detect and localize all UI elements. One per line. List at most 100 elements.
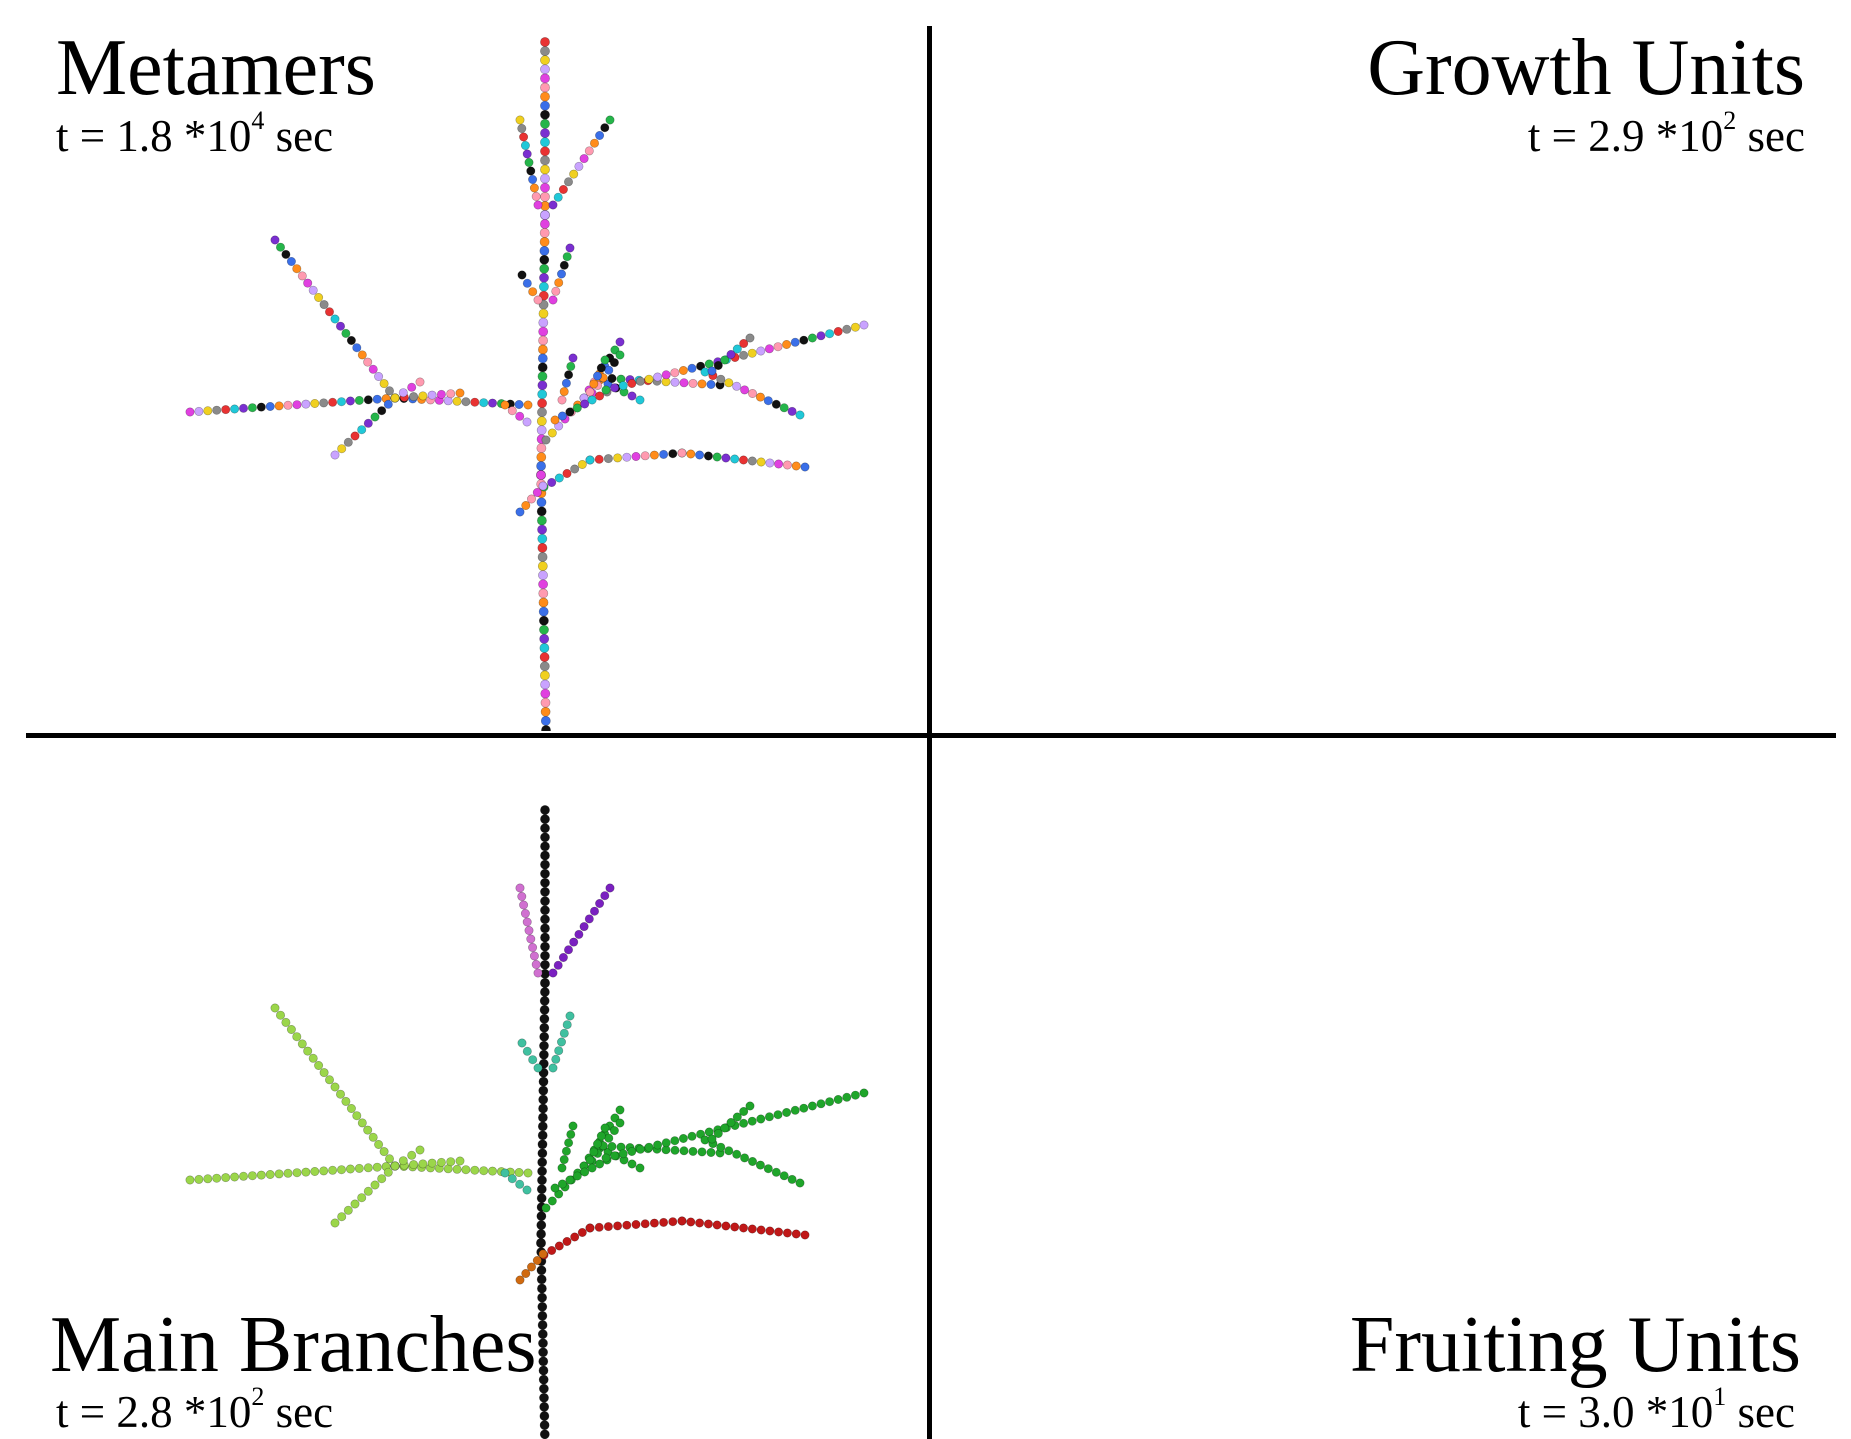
tree-node [536, 416, 547, 427]
tree-node [601, 1153, 611, 1163]
tree-node [600, 891, 610, 901]
tree-node [540, 55, 550, 66]
tree-node [281, 1017, 291, 1027]
tree-node [536, 1184, 547, 1195]
tree-node [297, 1039, 307, 1049]
tree-node [842, 1092, 852, 1102]
tree-node [345, 1164, 355, 1174]
tree-node [363, 418, 373, 428]
tree-node [782, 460, 792, 470]
tree-node [540, 850, 550, 861]
tree-node [557, 411, 567, 421]
tree-node [301, 399, 311, 409]
tree-node [653, 372, 663, 382]
tree-node [526, 166, 536, 176]
tree-node [688, 378, 698, 388]
tree-node [594, 1222, 604, 1232]
tree-node [799, 335, 809, 345]
tree-node [559, 1028, 569, 1038]
tree-node [536, 470, 546, 480]
tree-node [540, 932, 550, 943]
tree-node [615, 350, 625, 360]
tree-node [755, 392, 765, 402]
tree-node [301, 1167, 311, 1177]
panel-time-growth-units: t = 2.9 *102 sec [1527, 106, 1805, 161]
panel-title-main-branches: Main Branches [50, 1301, 537, 1389]
tree-node [707, 1134, 717, 1144]
tree-node [377, 406, 387, 416]
tree-node [363, 1125, 373, 1135]
tree-node [756, 457, 766, 467]
tree-node [528, 943, 538, 953]
tree-node [537, 1311, 548, 1321]
tree-node [537, 1166, 547, 1177]
tree-node [732, 1112, 742, 1122]
tree-node [563, 945, 573, 955]
tree-node [635, 1163, 645, 1173]
tree-node [670, 1136, 680, 1146]
tree-node [239, 403, 249, 413]
tree-node [528, 175, 538, 185]
tree-node [773, 342, 783, 352]
tree-node [538, 1076, 549, 1087]
tree-node [310, 1166, 320, 1176]
tree-node [461, 1165, 471, 1175]
tree-node [607, 373, 617, 383]
tree-node [522, 917, 532, 927]
tree-node [539, 1392, 549, 1403]
tree-node [791, 461, 801, 471]
tree-node [732, 381, 742, 391]
tree-node [538, 1103, 548, 1114]
tree-node [540, 173, 550, 184]
tree-node [283, 400, 293, 410]
tree-node [536, 1274, 547, 1285]
tree-node [764, 1112, 774, 1122]
tree-node [487, 398, 497, 408]
tree-node [479, 398, 489, 408]
tree-node [540, 37, 550, 47]
tree-node [584, 146, 594, 156]
tree-node [523, 1168, 533, 1178]
tree-node [500, 1168, 510, 1178]
tree-node [536, 1238, 546, 1248]
tree-node [537, 1148, 548, 1159]
tree-node [537, 380, 548, 391]
tree-node [712, 1220, 722, 1230]
tree-node [695, 450, 705, 460]
tree-node [604, 365, 614, 375]
tree-node [409, 392, 419, 402]
tree-node [556, 269, 566, 279]
tree-node [540, 210, 550, 220]
tree-node [357, 1118, 367, 1128]
tree-node [507, 1174, 517, 1184]
tree-node [538, 1365, 549, 1376]
tree-node [540, 91, 550, 102]
tree-node [455, 1156, 465, 1166]
tree-node [540, 82, 550, 93]
tree-node [337, 1212, 347, 1222]
tree-node [600, 355, 610, 365]
tree-node [537, 362, 548, 373]
tree-node [569, 169, 579, 179]
tree-node [859, 1088, 869, 1098]
tree-node [470, 397, 480, 407]
tree-node [533, 200, 543, 210]
tree-node [537, 543, 548, 553]
tree-node [354, 1163, 364, 1173]
tree-node [559, 260, 569, 270]
tree-node [379, 1147, 389, 1157]
tree-node [265, 401, 275, 411]
tree-node [540, 164, 550, 175]
tree-node [747, 1156, 757, 1166]
tree-node [756, 1114, 766, 1124]
tree-node [587, 395, 597, 405]
tree-node [479, 1166, 489, 1176]
tree-node [713, 1128, 723, 1138]
tree-node [596, 1131, 606, 1141]
tree-node [605, 115, 615, 125]
tree-node [686, 449, 696, 459]
tree-node [520, 141, 530, 151]
tree-node [536, 506, 547, 517]
tree-node [540, 706, 551, 717]
tree-node [539, 1022, 550, 1033]
